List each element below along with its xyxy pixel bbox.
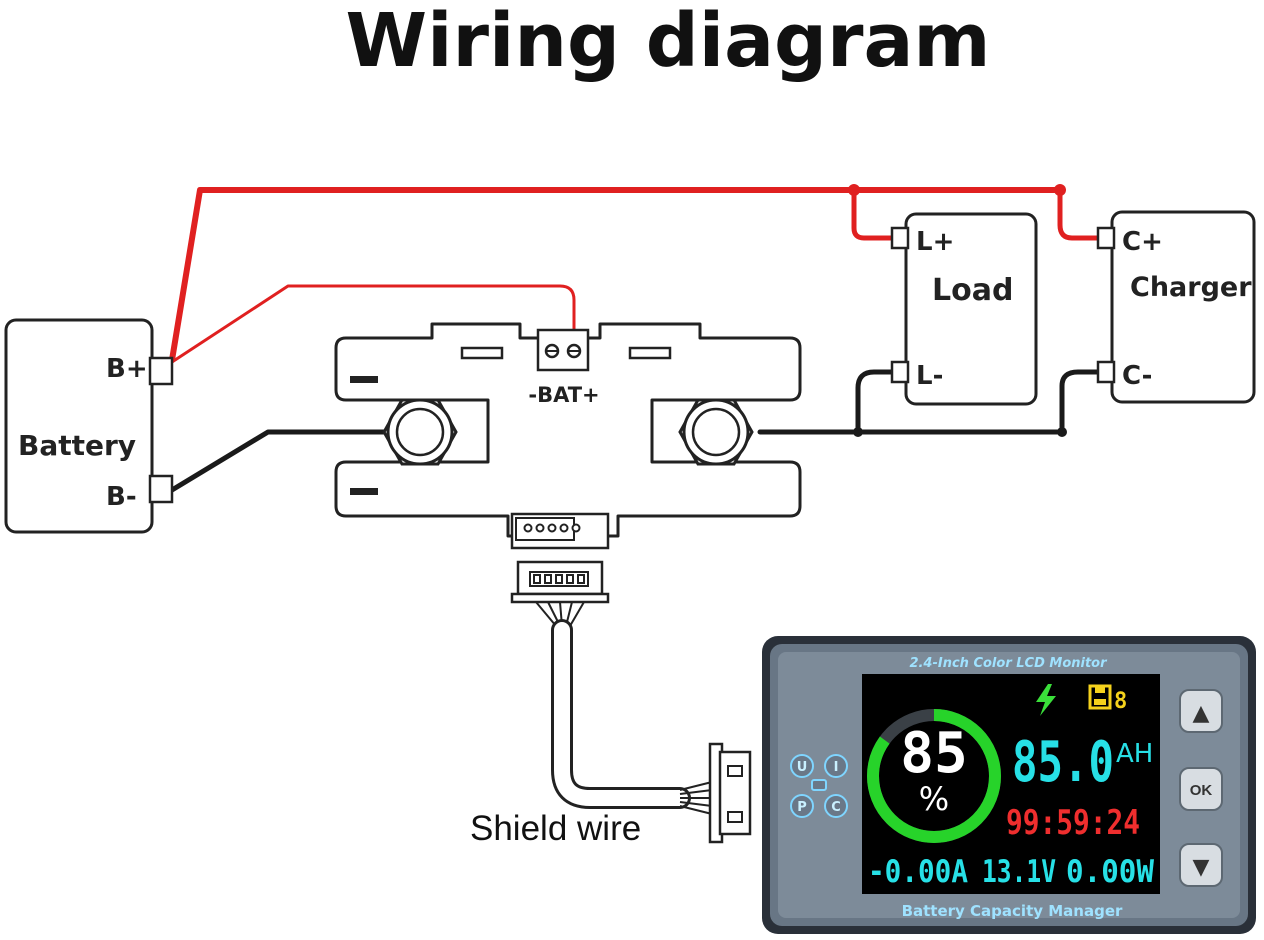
load-positive-wire: [851, 187, 897, 241]
right-bolt: [678, 398, 754, 466]
battery-positive-terminal: [148, 356, 174, 386]
negative-wires: [169, 369, 1103, 493]
load-negative-wire: [855, 369, 897, 435]
lcd-monitor: 2.4-Inch Color LCD Monitor Battery Capac…: [762, 636, 1256, 934]
load-label: Load: [932, 273, 1013, 308]
left-bolt: [382, 398, 458, 466]
voltage-display: 13.1V: [982, 854, 1056, 890]
down-arrow-icon: ▼: [1193, 855, 1210, 880]
soc-percent-unit: %: [919, 780, 949, 818]
bat-sense-wire: [170, 284, 576, 364]
mode-p: P: [797, 800, 807, 815]
load-box: L+ Load L-: [890, 212, 1038, 406]
charger-positive-wire: [1057, 187, 1103, 241]
battery-negative-wire: [169, 429, 393, 493]
monitor-bottom-label: Battery Capacity Manager: [902, 902, 1123, 920]
junction-dot: [848, 184, 860, 196]
load-negative-terminal: [890, 360, 910, 384]
board-slot: [460, 346, 504, 360]
charger-negative-label: C-: [1122, 361, 1152, 391]
charging-bolt-icon: [1036, 684, 1056, 716]
battery-negative-label: B-: [106, 482, 137, 512]
capacity-value: 85.0: [1012, 730, 1114, 795]
down-button[interactable]: ▼: [1179, 843, 1223, 887]
cable-plug: [510, 560, 610, 627]
mode-indicators: U I P C: [790, 754, 848, 818]
battery-negative-terminal: [148, 474, 174, 504]
lcd-screen: [862, 674, 1160, 894]
battery-label: Battery: [18, 429, 136, 462]
charger-positive-terminal: [1096, 226, 1116, 250]
storage-count: 8: [1114, 689, 1127, 714]
load-negative-label: L-: [916, 361, 943, 391]
battery-positive-label: B+: [106, 354, 148, 384]
positive-wires: [169, 187, 1103, 364]
charger-negative-terminal: [1096, 360, 1116, 384]
up-button[interactable]: ▲: [1179, 689, 1223, 733]
mode-i: I: [834, 760, 839, 775]
soc-ring: [867, 709, 1001, 843]
junction-dot: [853, 427, 863, 437]
charger-positive-label: C+: [1122, 227, 1163, 257]
charger-box: C+ Charger C-: [1096, 210, 1256, 404]
load-positive-label: L+: [916, 227, 954, 257]
shield-wire-label: Shield wire: [470, 809, 641, 848]
power-display: 0.00W: [1066, 854, 1154, 890]
soc-percent-value: 85: [900, 721, 967, 786]
storage-icon: [1088, 684, 1112, 710]
mode-u: U: [797, 760, 808, 775]
junction-dot: [1057, 427, 1067, 437]
bat-terminal-label: -BAT+: [528, 383, 599, 407]
monitor-top-label: 2.4-Inch Color LCD Monitor: [909, 656, 1108, 671]
charger-negative-wire: [1059, 369, 1103, 435]
shunt-board: -BAT+: [334, 322, 802, 550]
current-display: -0.00A: [868, 854, 968, 890]
ok-label: OK: [1190, 782, 1213, 799]
negative-marking: [350, 488, 378, 495]
up-arrow-icon: ▲: [1193, 701, 1210, 726]
negative-marking: [350, 376, 378, 383]
battery-box: B+ Battery B-: [4, 318, 174, 534]
capacity-unit: AH: [1116, 739, 1153, 769]
monitor-plug: [708, 742, 752, 844]
mode-c: C: [831, 800, 841, 815]
runtime-display: 99:59:24: [1006, 803, 1140, 843]
main-positive-wire: [169, 187, 1063, 363]
junction-dot: [1054, 184, 1066, 196]
load-positive-terminal: [890, 226, 910, 250]
ok-button[interactable]: OK: [1179, 767, 1223, 811]
diagram-title: Wiring diagram: [345, 0, 990, 84]
shield-wire: [551, 619, 691, 809]
charger-label: Charger: [1130, 272, 1252, 303]
board-slot: [628, 346, 672, 360]
